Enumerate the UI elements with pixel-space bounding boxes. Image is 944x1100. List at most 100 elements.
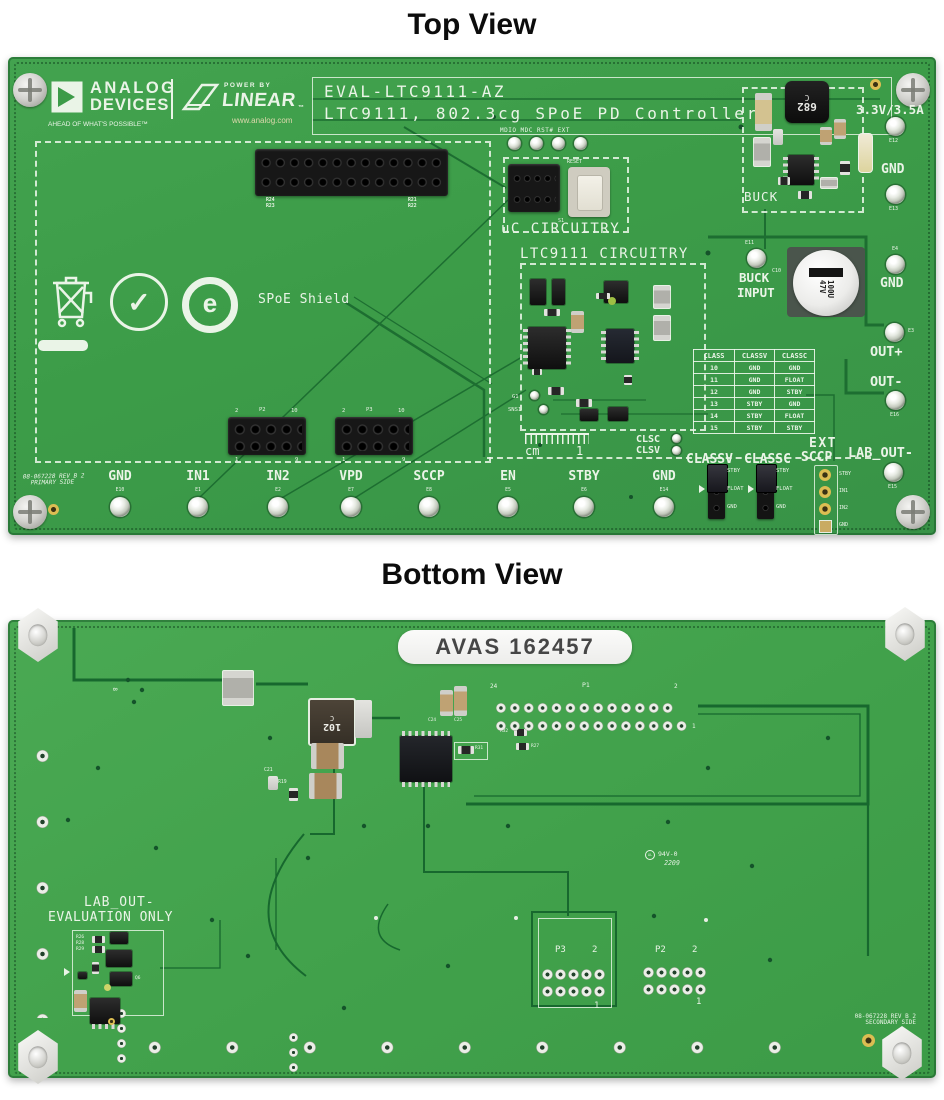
- class-cell: 13: [693, 397, 735, 410]
- lab-out-label: LAB_OUT-: [848, 445, 914, 461]
- ltc9111-ic: [601, 329, 639, 363]
- ref-c21: C21: [264, 768, 273, 773]
- ic-pins: [566, 329, 571, 367]
- tp-label-stby: STBY: [568, 469, 600, 484]
- jumper-arrow-icon: [699, 485, 705, 493]
- rohs-logo-icon: ✓: [110, 273, 168, 331]
- ref-q6: Q6: [135, 976, 141, 981]
- smd-capacitor: [454, 686, 467, 716]
- class-cell: GND: [774, 361, 815, 374]
- bottom-pad-row: [116, 1040, 816, 1055]
- class-cell: FLOAT: [774, 373, 815, 386]
- board-rev-line2: PRIMARY SIDE: [29, 478, 75, 487]
- standoff-bottom-left: [18, 1030, 58, 1084]
- tp-ref-e6: E6: [581, 488, 587, 493]
- electrolytic-capacitor-c10: 100U 47V: [793, 250, 859, 316]
- smd-capacitor: [440, 690, 453, 716]
- cap-value-line1: 100U: [826, 279, 836, 299]
- fiducial-pad: [870, 79, 881, 90]
- clsv-label: CLSV: [636, 445, 661, 456]
- smd-resistor: [516, 743, 529, 750]
- testpoint-e2: [268, 497, 288, 517]
- gnd-label-top-right: GND: [881, 162, 905, 177]
- tp-ref-e7: E7: [348, 488, 354, 493]
- china-rohs-e-logo-icon: e: [182, 277, 238, 333]
- adi-wordmark-line1: ANALOG: [90, 79, 177, 97]
- tp-ref-e1: E1: [195, 488, 201, 493]
- smd-component: [773, 129, 783, 145]
- tp-label-vpd: VPD: [339, 469, 363, 484]
- board-title-line1: EVAL-LTC9111-AZ: [324, 82, 506, 101]
- testpoint-e15: [884, 463, 903, 482]
- classc-label: CLASSC: [744, 452, 791, 467]
- testpoint-g1: [530, 391, 539, 400]
- class-cell: STBY: [734, 421, 775, 434]
- class-cell: GND: [734, 385, 775, 398]
- cm-ruler-ticks: [525, 433, 589, 444]
- ext-pin-in2: IN2: [839, 505, 849, 511]
- out-minus-label: OUT-: [870, 374, 903, 390]
- connector-holes: [232, 421, 302, 451]
- ic-pins: [634, 331, 639, 361]
- board-title-line2: LTC9111, 802.3cg SPoE PD Controller: [324, 104, 760, 123]
- buck-input-label-line1: BUCK: [739, 270, 770, 285]
- lab-out-line2: EVALUATION ONLY: [48, 910, 173, 925]
- fiducial-pad: [48, 504, 59, 515]
- standoff-screw: [892, 1042, 912, 1064]
- smd-resistor: [532, 369, 542, 375]
- weee-bar: [38, 340, 88, 351]
- tp-label-in2: IN2: [266, 469, 290, 484]
- adi-tagline: AHEAD OF WHAT'S POSSIBLE™: [48, 121, 148, 128]
- tp-ref-e8: E8: [426, 488, 432, 493]
- standoff-screw: [895, 623, 915, 645]
- connector-holes: [339, 421, 409, 451]
- ref-r19: R19: [278, 780, 287, 785]
- ext-sccp-pin: [819, 486, 831, 498]
- testpoint-e5: [498, 497, 518, 517]
- class-table-header: CLASSC: [774, 349, 815, 362]
- jumper-arrow-icon: [748, 485, 754, 493]
- p3-name: P3: [555, 945, 566, 955]
- testpoint-e14: [654, 497, 674, 517]
- class-cell: 14: [693, 409, 735, 422]
- ic-pins: [92, 1024, 118, 1029]
- ref-g1: G1: [512, 394, 519, 400]
- tp-label-en: EN: [500, 469, 516, 484]
- buck-inductor: 682 C: [785, 81, 829, 123]
- classc-pos-gnd: GND: [776, 504, 786, 510]
- p2-pad-grid: [642, 964, 707, 998]
- top-board: ANALOG DEVICES AHEAD OF WHAT'S POSSIBLE™…: [8, 57, 936, 535]
- smd-resistor: [778, 177, 790, 185]
- testpoint-sns1: [539, 405, 548, 414]
- tp-ref-e2: E2: [275, 488, 281, 493]
- classv-pos-stby: STBY: [727, 468, 741, 474]
- ic-pins: [601, 331, 606, 361]
- ltc-region-outline: [520, 263, 706, 431]
- p2-pin2: 2: [692, 945, 698, 955]
- weee-bin-icon: [53, 276, 93, 328]
- dashed-divider: [487, 457, 871, 459]
- ref-e4: E4: [892, 246, 899, 252]
- board-rev-line1: 08-067228 REV B 2: [854, 1013, 916, 1020]
- uc-circuitry-label: uC CIRCUITRY: [501, 221, 621, 237]
- classv-jumper-shunt: [707, 464, 728, 493]
- inductor-value: 102: [322, 720, 342, 732]
- p2-pin9: 9: [295, 457, 299, 463]
- p2-pin2: 2: [235, 408, 239, 414]
- p3-pin9: 9: [402, 457, 406, 463]
- sot23-transistor: [608, 407, 628, 421]
- ref-e13: E13: [889, 206, 899, 212]
- standoff-screw: [28, 624, 48, 646]
- ic-pins: [402, 731, 450, 736]
- smd-resistor: [596, 293, 610, 299]
- standoff-top-left: [18, 608, 58, 662]
- ext-sccp-label-line2: SCCP: [801, 450, 833, 465]
- testpoint-e8: [419, 497, 439, 517]
- uc-region-outline: [503, 157, 629, 233]
- smd-resistor: [92, 946, 105, 953]
- testpoint-e13: [886, 185, 905, 204]
- smd-resistor: [92, 962, 99, 974]
- reset-button-plunger: [577, 175, 603, 211]
- p3-outline: [538, 918, 612, 1008]
- p3-name: P3: [366, 407, 373, 413]
